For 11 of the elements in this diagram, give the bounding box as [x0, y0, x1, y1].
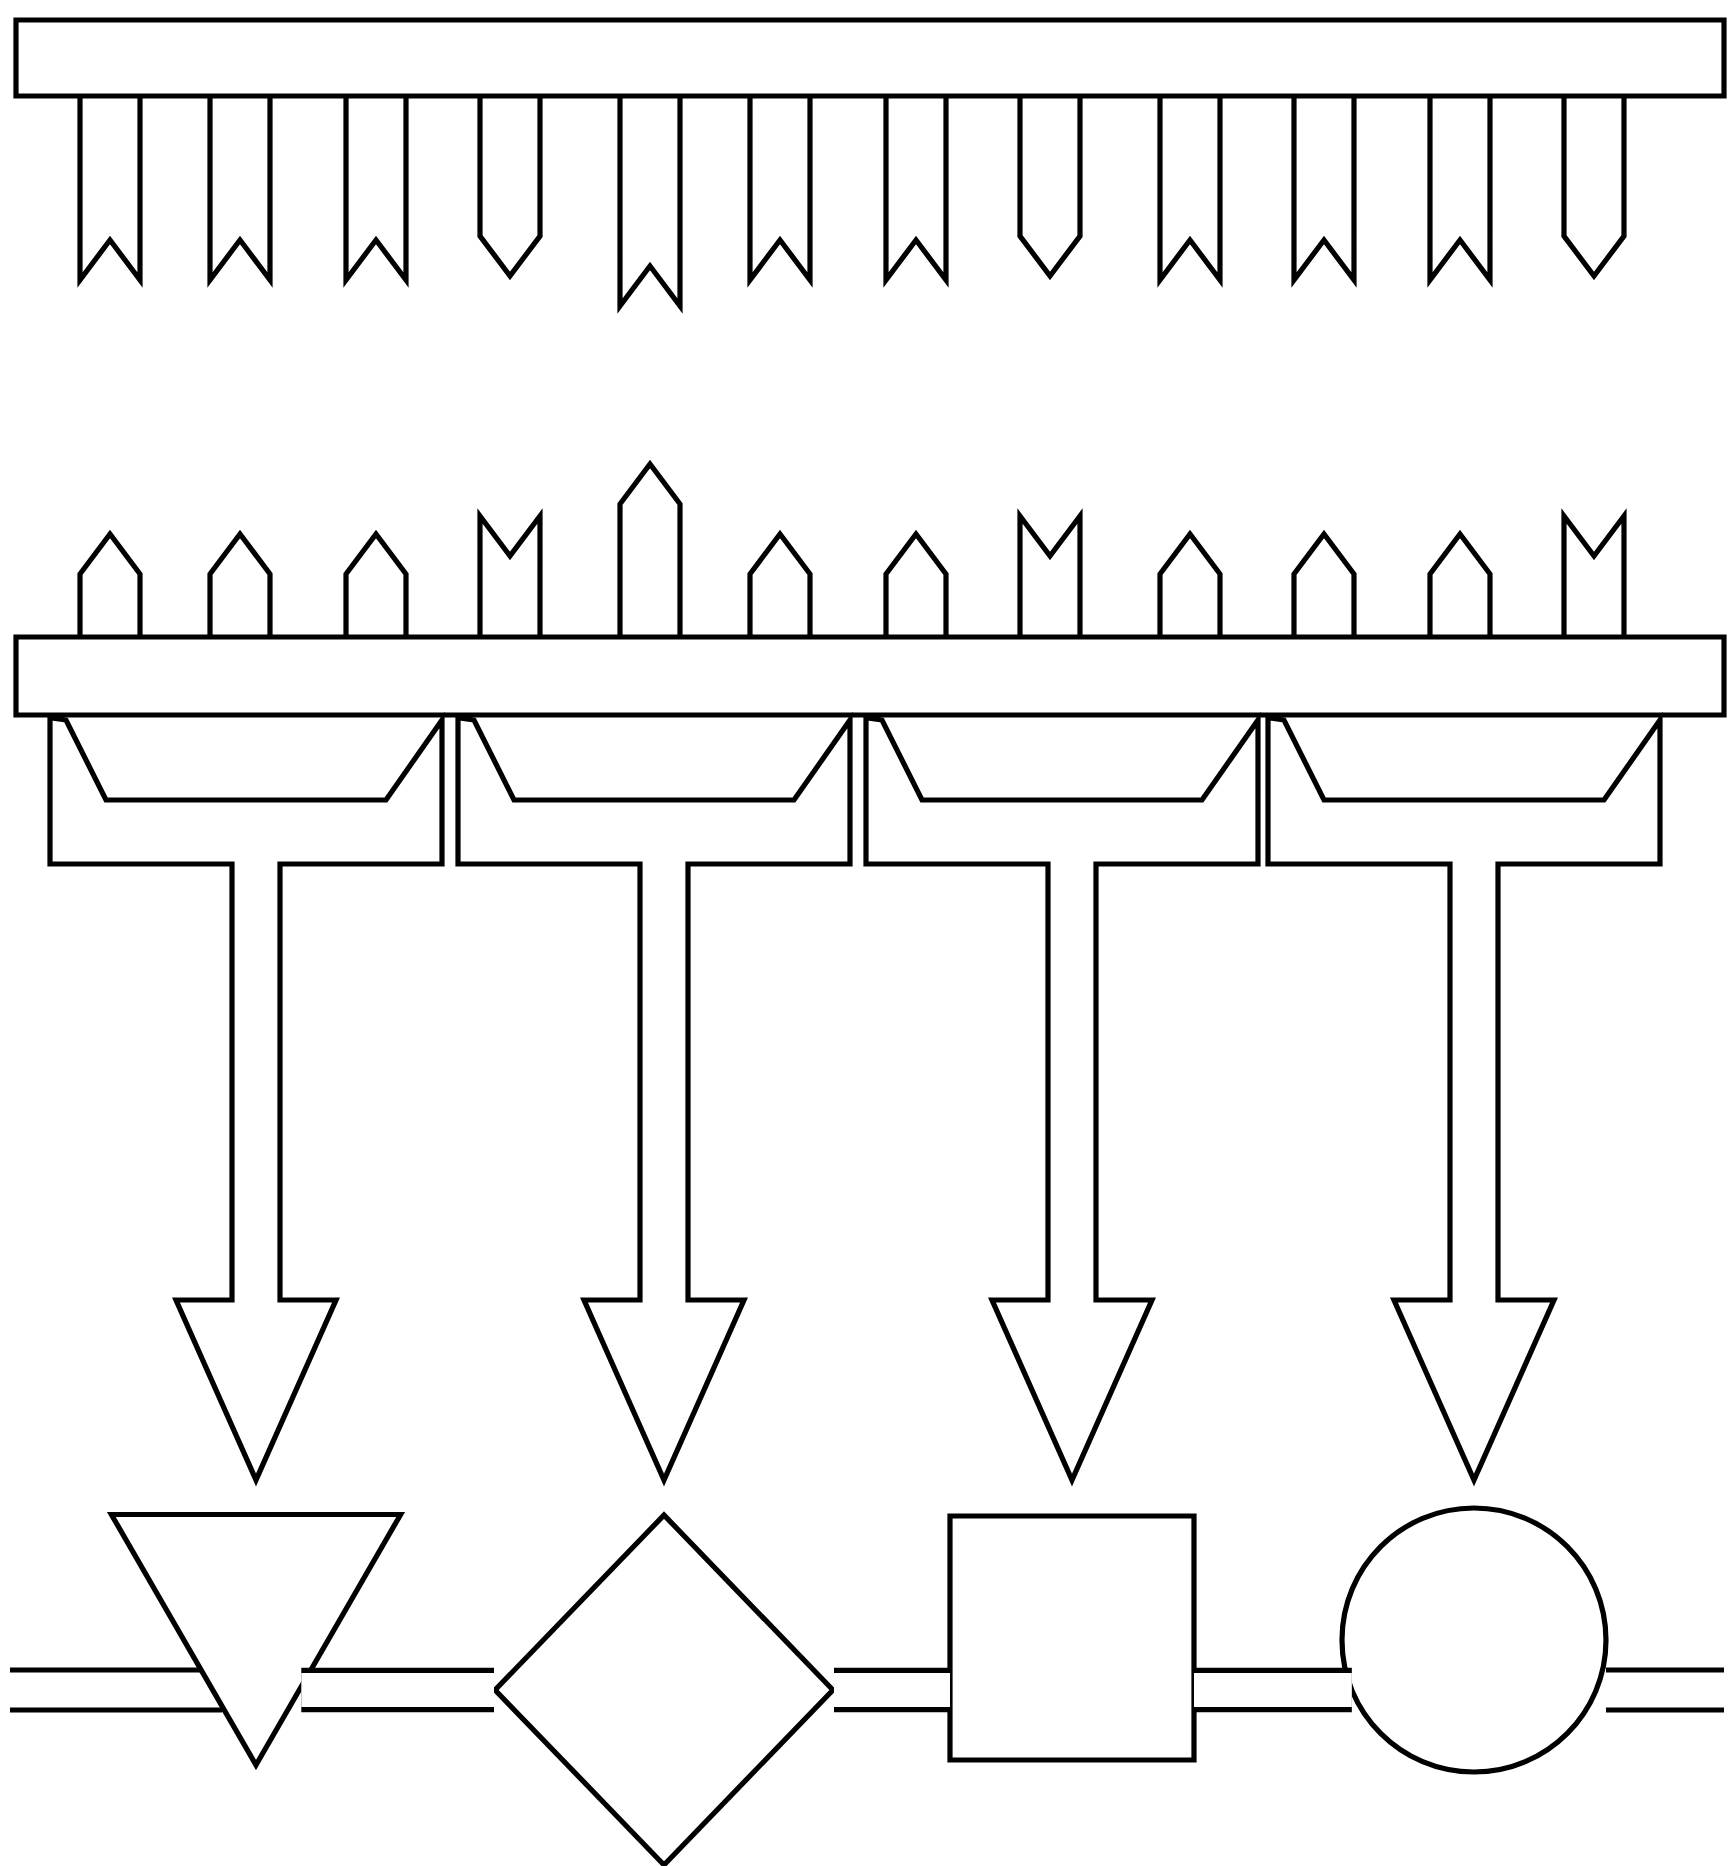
comb-drawing	[13, 459, 1727, 718]
hollow-arrow	[47, 711, 445, 1487]
circle-shape	[1339, 1505, 1609, 1775]
hollow-arrow	[455, 711, 853, 1487]
square-shape	[947, 1513, 1197, 1763]
double-line	[1194, 1667, 1352, 1713]
hollow-arrow	[1265, 711, 1663, 1487]
comb-drawing	[13, 17, 1727, 314]
double-line	[834, 1667, 950, 1713]
hollow-arrow	[863, 711, 1261, 1487]
double-line	[301, 1667, 494, 1713]
